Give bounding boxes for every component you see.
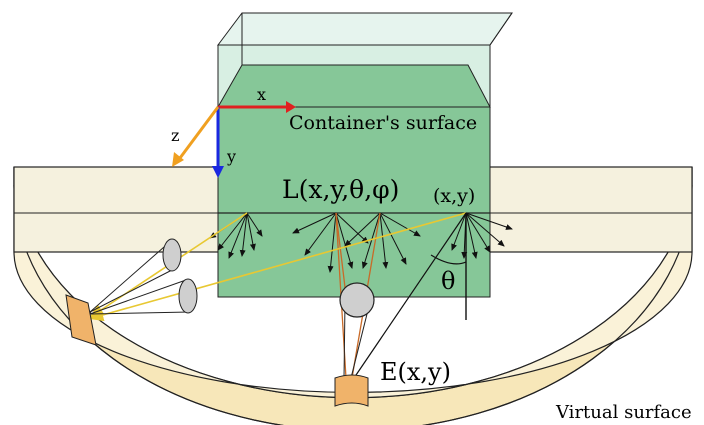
virtual-surface-label: Virtual surface xyxy=(555,402,692,423)
radiance-label: L(x,y,θ,φ) xyxy=(282,175,399,204)
container-surface-label: Container's surface xyxy=(289,112,477,134)
axis-x-label: x xyxy=(257,85,266,104)
virtual-surface-band xyxy=(13,184,693,425)
bottom-lens xyxy=(339,282,375,318)
point-label: (x,y) xyxy=(433,185,475,207)
container-body xyxy=(217,106,491,298)
axis-y-label: y xyxy=(226,147,236,166)
radiance-fan-center xyxy=(292,212,421,273)
container-top-glass xyxy=(217,12,513,46)
side-detector xyxy=(65,294,97,346)
z-axis-arrow xyxy=(178,106,220,159)
theta-arc xyxy=(430,254,467,265)
irradiance-label: E(x,y) xyxy=(380,358,451,386)
bottom-detector xyxy=(334,374,369,407)
axis-z-label: z xyxy=(171,126,179,145)
theta-label: θ xyxy=(441,267,455,295)
side-cones xyxy=(89,239,191,315)
